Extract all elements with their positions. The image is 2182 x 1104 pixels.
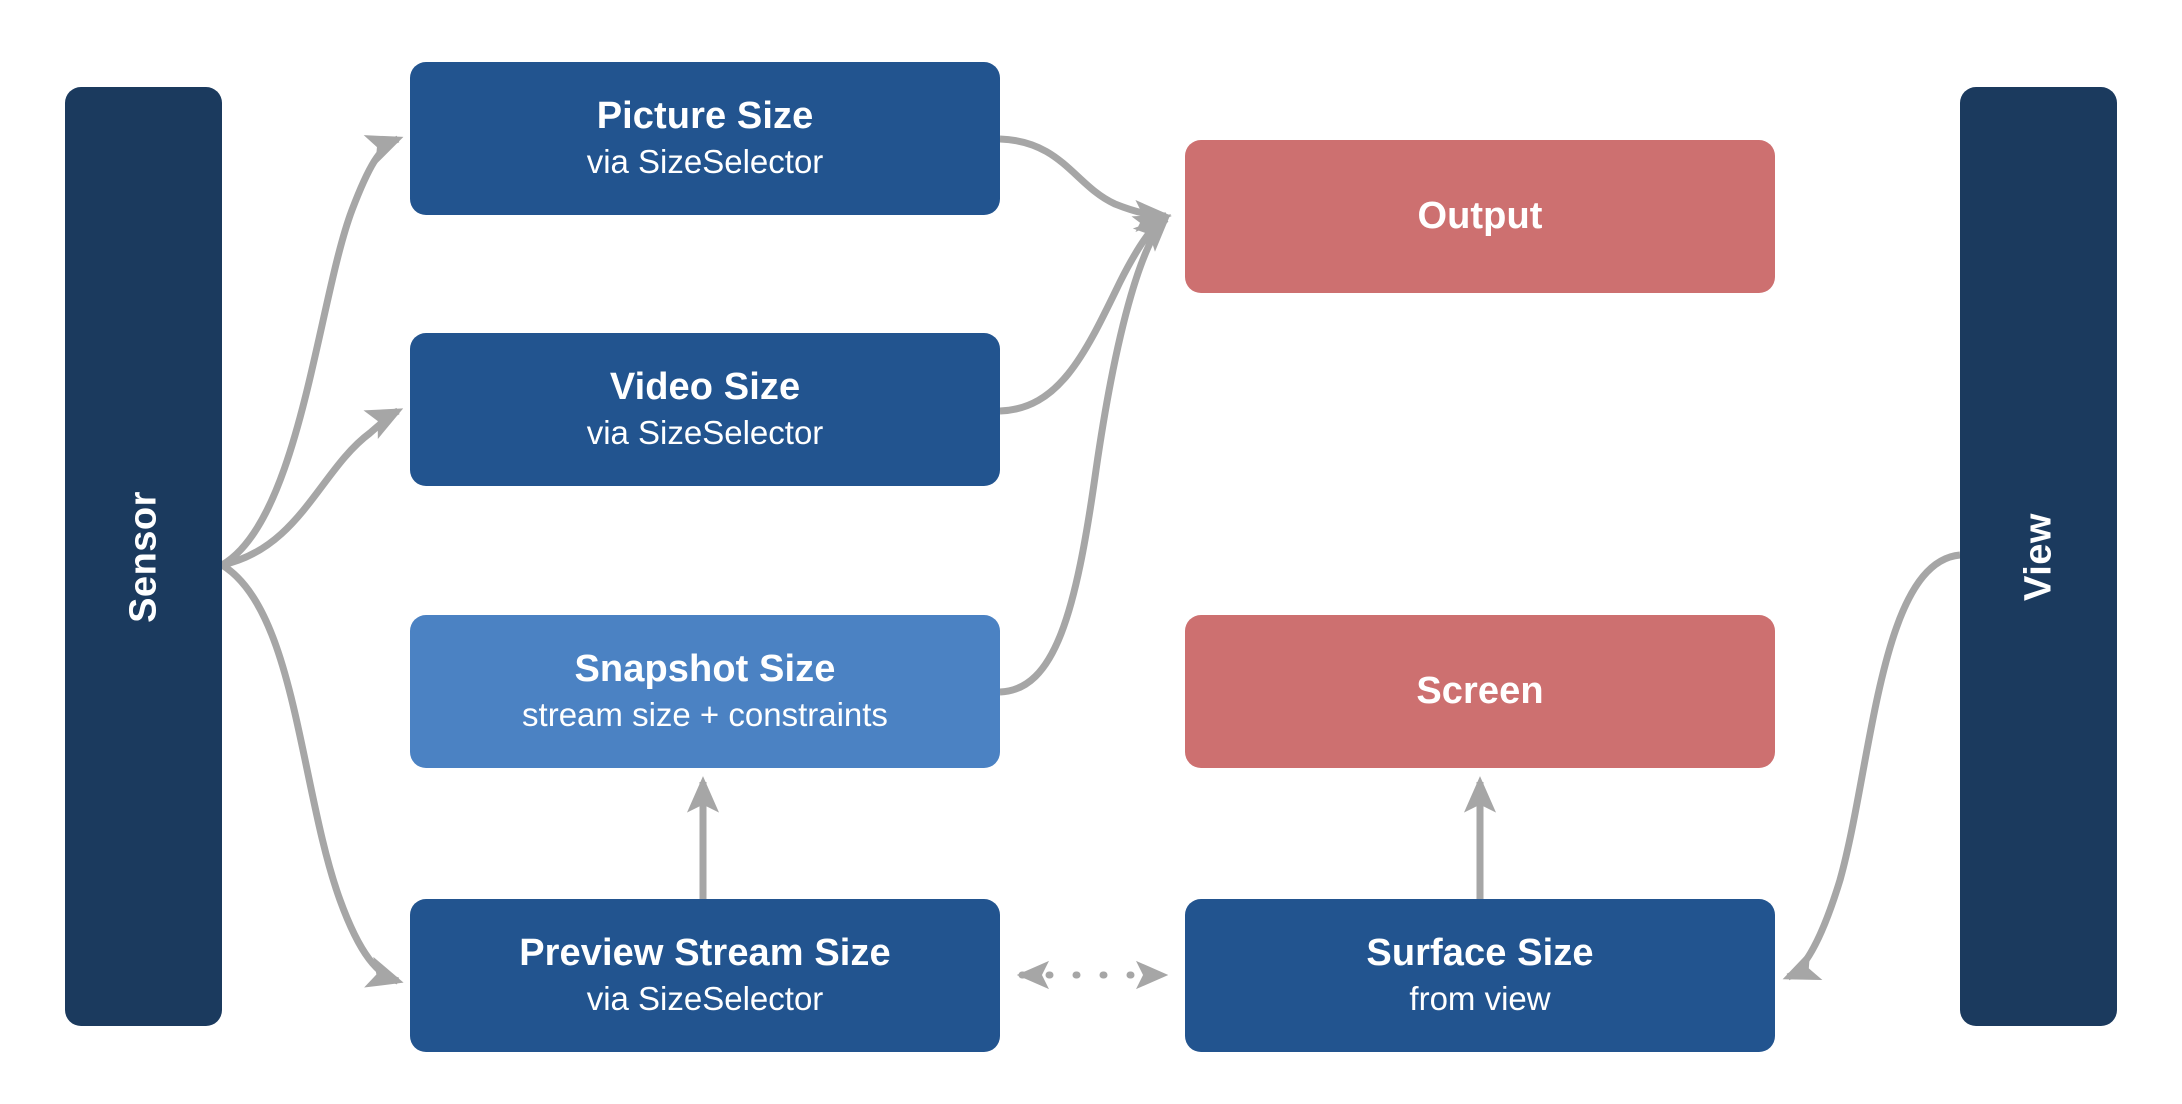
node-surface-size-title: Surface Size bbox=[1366, 931, 1594, 974]
node-picture-size-subtitle: via SizeSelector bbox=[586, 143, 824, 181]
node-picture-size[interactable]: Picture Size via SizeSelector bbox=[410, 62, 1000, 215]
lane-view[interactable]: View bbox=[1960, 87, 2117, 1026]
edge-sensor-to-picture-size bbox=[220, 135, 404, 569]
node-output[interactable]: Output bbox=[1185, 140, 1775, 293]
edge-snapshot-size-to-output bbox=[999, 214, 1171, 696]
node-snapshot-size-subtitle: stream size + constraints bbox=[522, 696, 888, 734]
lane-sensor[interactable]: Sensor bbox=[65, 87, 222, 1026]
node-output-title: Output bbox=[1417, 195, 1543, 238]
node-preview-stream-size-subtitle: via SizeSelector bbox=[586, 980, 824, 1018]
edge-video-size-to-output bbox=[999, 213, 1172, 415]
edge-picture-size-to-output bbox=[999, 135, 1172, 233]
node-screen-title: Screen bbox=[1416, 670, 1544, 713]
node-video-size[interactable]: Video Size via SizeSelector bbox=[410, 333, 1000, 486]
node-picture-size-title: Picture Size bbox=[596, 94, 814, 137]
node-video-size-title: Video Size bbox=[609, 365, 801, 408]
node-surface-size-subtitle: from view bbox=[1409, 980, 1551, 1018]
edge-sensor-to-video-size bbox=[221, 407, 404, 569]
lane-sensor-label: Sensor bbox=[122, 490, 164, 623]
edge-sensor-to-preview-stream-size bbox=[220, 562, 404, 988]
node-surface-size[interactable]: Surface Size from view bbox=[1185, 899, 1775, 1052]
lane-view-label: View bbox=[2017, 512, 2059, 601]
node-screen[interactable]: Screen bbox=[1185, 615, 1775, 768]
edge-view-to-surface-size bbox=[1782, 551, 1961, 981]
node-preview-stream-size[interactable]: Preview Stream Size via SizeSelector bbox=[410, 899, 1000, 1052]
node-snapshot-size[interactable]: Snapshot Size stream size + constraints bbox=[410, 615, 1000, 768]
node-video-size-subtitle: via SizeSelector bbox=[586, 414, 824, 452]
node-snapshot-size-title: Snapshot Size bbox=[574, 647, 836, 690]
node-preview-stream-size-title: Preview Stream Size bbox=[519, 931, 891, 974]
